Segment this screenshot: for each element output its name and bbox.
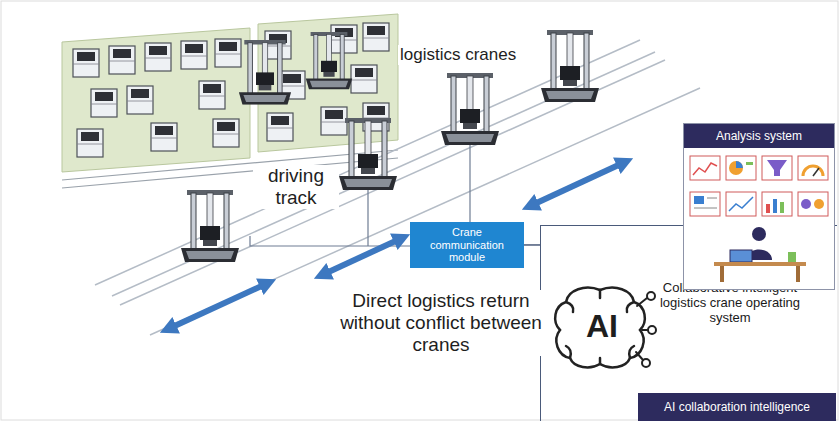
dashboard-illustration <box>780 202 784 213</box>
dashboard-illustration <box>707 198 717 199</box>
logistics-crane <box>441 73 499 145</box>
dashboard-illustration <box>690 156 720 180</box>
storage-rack <box>363 23 389 51</box>
dashboard-illustration <box>720 266 724 282</box>
panel-title: Analysis system <box>684 124 834 148</box>
ai-brain-icon <box>566 346 571 358</box>
ai-brain-icon <box>642 359 650 367</box>
logistics-crane <box>541 30 599 102</box>
dashboard-illustration <box>752 227 766 241</box>
logistics-crane <box>306 32 352 90</box>
storage-rack <box>213 119 239 147</box>
ai-brain-icon <box>637 298 647 306</box>
ai-brain-icon <box>555 288 656 368</box>
ai-brain-icon <box>599 358 602 364</box>
storage-rack <box>77 129 103 157</box>
dashboard-illustration <box>788 252 796 262</box>
dashboard-illustration <box>796 266 800 282</box>
dashboard-illustration <box>736 161 743 168</box>
storage-rack <box>199 81 225 109</box>
dashboard-illustration <box>798 192 828 216</box>
driving-track <box>95 40 640 285</box>
dashboard-illustration <box>729 197 753 211</box>
storage-rack <box>321 107 347 135</box>
logistics-crane <box>339 118 397 190</box>
storage-rack <box>351 65 377 93</box>
ai-brain-icon <box>647 292 655 300</box>
dashboard-illustration <box>693 163 717 175</box>
module-box: Crane communication module <box>410 222 524 268</box>
caption-band: AI collaboration intelligence <box>638 393 836 421</box>
signal-wire <box>367 190 368 246</box>
motion-arrow <box>322 238 402 275</box>
storage-rack <box>62 150 398 180</box>
dashboard-illustration <box>746 162 753 165</box>
dashboard-illustration <box>714 262 806 266</box>
storage-rack <box>151 123 177 151</box>
ai-brain-icon <box>636 352 643 360</box>
logistics-crane <box>181 30 599 262</box>
connector-line <box>524 244 540 246</box>
signal-wire <box>469 145 470 222</box>
dashboard-illustration <box>729 161 743 175</box>
dashboard-illustration <box>801 199 811 209</box>
dashboard-illustration <box>803 166 823 176</box>
storage-rack <box>62 14 398 188</box>
node-text: Crane communication module <box>414 226 520 264</box>
storage-rack <box>181 41 207 69</box>
storage-rack <box>109 46 135 74</box>
dashboard-illustration <box>773 199 777 213</box>
ai-brain-icon <box>629 346 634 358</box>
dashboard-illustration <box>766 204 770 213</box>
logistics-crane <box>181 190 239 262</box>
part-label: logistics cranes <box>398 45 532 65</box>
dashboard-illustration <box>694 196 704 204</box>
storage-rack <box>73 49 99 77</box>
storage-rack <box>215 39 241 67</box>
icon-text: AI <box>582 310 622 342</box>
dashboard-illustration <box>690 192 720 216</box>
storage-rack <box>267 113 293 141</box>
dashboard-illustration <box>798 156 828 180</box>
part-label: driving track <box>253 165 339 209</box>
ai-brain-icon <box>599 290 602 298</box>
dashboard-illustration <box>726 192 756 216</box>
dashboard-illustration <box>762 192 792 216</box>
motion-arrow <box>530 162 625 206</box>
dashboard-illustration <box>813 168 819 176</box>
dashboard-illustration <box>767 160 787 176</box>
dashboard-illustration <box>726 156 756 180</box>
node-text: AI collaboration intelligence <box>664 400 810 414</box>
motion-arrow <box>168 283 268 329</box>
storage-rack <box>145 43 171 71</box>
dashboard-illustration <box>814 199 824 209</box>
storage-rack <box>127 86 153 114</box>
logistics-crane <box>239 40 291 105</box>
dashboard-illustration <box>730 250 752 262</box>
note-text: Direct logistics return without conflict… <box>330 290 552 356</box>
ai-brain-icon <box>627 302 634 312</box>
storage-rack <box>91 89 117 117</box>
ai-brain-icon <box>566 302 573 312</box>
ai-brain-icon <box>648 326 656 334</box>
dashboard-illustration <box>684 148 834 289</box>
dashboard-illustration <box>694 208 717 209</box>
storage-rack <box>62 28 250 172</box>
dashboard-illustration <box>762 156 792 180</box>
